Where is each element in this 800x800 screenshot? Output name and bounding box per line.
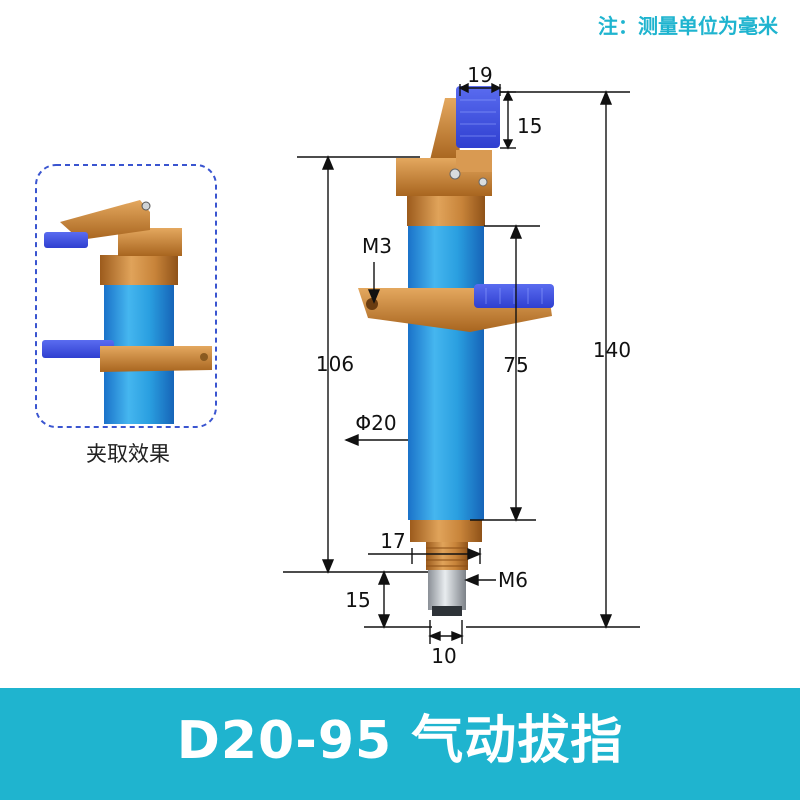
dim-mount-thread: M3 [362, 234, 392, 258]
dim-total-length: 140 [593, 338, 631, 362]
dimension-lines [283, 82, 640, 644]
inset-upper-lever [60, 200, 150, 240]
top-clamp-hinge [456, 150, 492, 172]
top-pad-texture [460, 99, 496, 137]
inset-gripping-effect [35, 164, 217, 428]
dim-jaw-width: 19 [467, 63, 492, 87]
top-jaw-pad [456, 86, 500, 148]
dim-jaw-height: 15 [517, 114, 542, 138]
bottom-collar [410, 520, 482, 542]
inset-screw-icon [200, 353, 208, 361]
finger-cylinder-part [358, 86, 554, 616]
inset-lower-pad [42, 340, 114, 358]
dim-diameter: Φ20 [355, 411, 396, 435]
inset-pivot-icon [141, 201, 151, 211]
inset-border [35, 164, 217, 428]
dim-nut-width: 17 [380, 529, 405, 553]
hinge-pin-icon [449, 168, 461, 180]
unit-note: 注：测量单位为毫米 [598, 14, 778, 38]
air-fitting [428, 570, 466, 610]
dim-port-thread: M6 [498, 568, 528, 592]
mount-thread [426, 542, 468, 570]
inset-caption: 夹取效果 [86, 442, 170, 466]
diagram-canvas: 19 15 140 106 75 M3 Φ20 17 M6 15 10 [35, 63, 640, 668]
product-title: D20-95 气动拔指 [176, 711, 624, 771]
inset-top-collar [100, 255, 178, 285]
dim-fitting-height: 15 [345, 588, 370, 612]
air-fitting-ring [432, 606, 462, 616]
dim-fitting-diameter: 10 [431, 644, 456, 668]
dim-stroke-length: 75 [503, 353, 528, 377]
inset-upper-pad [44, 232, 88, 248]
m3-screw-hole-icon [366, 298, 378, 310]
inset-upper-jaw [118, 228, 182, 256]
top-collar [407, 196, 485, 226]
hinge-screw-icon [478, 177, 488, 187]
title-banner: D20-95 气动拔指 [0, 688, 800, 800]
blue-cylinder-body [408, 226, 484, 520]
inset-lower-jaw [100, 346, 212, 372]
mid-pad-texture [485, 288, 543, 304]
dim-body-length: 106 [316, 352, 354, 376]
top-jaw-lever [430, 98, 460, 160]
